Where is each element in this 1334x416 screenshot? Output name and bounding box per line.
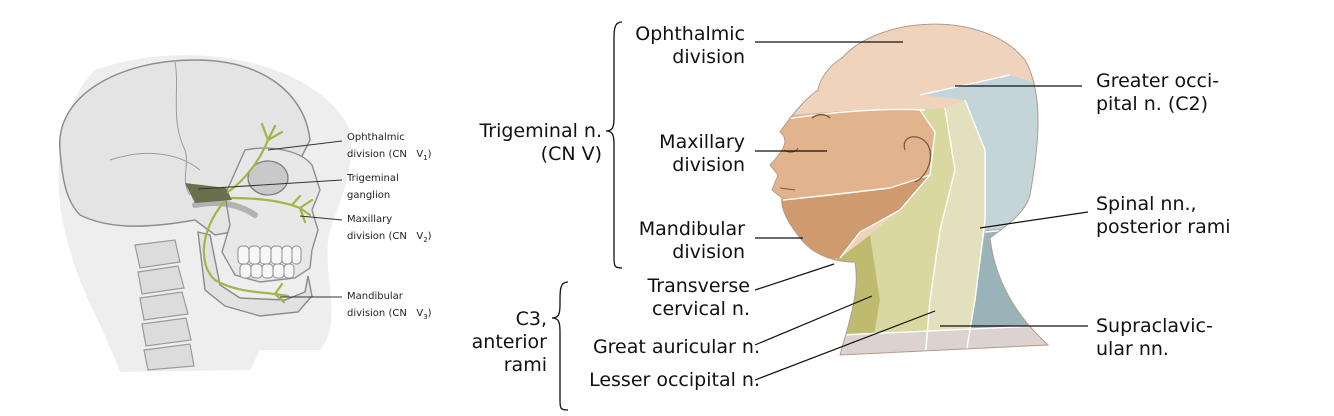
mandibular-division-line2: division <box>672 241 745 263</box>
ophthalmic-subscript: 1 <box>423 154 428 162</box>
ophthalmic-division-line2: division <box>672 46 745 68</box>
maxillary-roman: V <box>416 231 424 242</box>
label-maxillary-division: Maxillary division <box>610 131 745 177</box>
mandibular-cn-text: division (CN <box>347 308 407 319</box>
trigeminal-branches <box>202 122 314 304</box>
cervical-spine <box>134 239 195 371</box>
trigeminal-brace <box>605 21 623 269</box>
label-trigeminal-ganglion: Trigeminal ganglion <box>347 170 399 204</box>
label-lesser-occipital: Lesser occipital n. <box>589 369 760 391</box>
spinal-nn-line2: posterior rami <box>1096 216 1231 238</box>
ophthalmic-division-line1: Ophthalmic <box>635 23 745 45</box>
mandible <box>197 231 313 317</box>
label-great-auricular: Great auricular n. <box>592 336 760 358</box>
ophthalmic-close: ) <box>427 149 432 160</box>
zone-maxillary <box>770 109 935 200</box>
coronal-suture <box>174 61 191 196</box>
mouth-detail <box>779 187 796 191</box>
ophthalmic-label-line2: division (CN V1) <box>347 146 432 167</box>
c3-group-line1: C3, <box>515 308 547 330</box>
squamous-suture <box>109 152 201 171</box>
c3-brace <box>551 281 569 411</box>
maxillary-label-line1: Maxillary <box>347 214 393 225</box>
transverse-cervical-line2: cervical n. <box>652 298 750 320</box>
label-supraclavicular: Supraclavic- ular nn. <box>1096 315 1213 361</box>
ophthalmic-cn-text: division (CN <box>347 149 407 160</box>
head-leader-lines <box>754 41 1089 381</box>
maxillary-division-line2: division <box>672 154 745 176</box>
label-maxillary-cn-v2: Maxillary division (CN V2) <box>347 211 432 249</box>
maxillary-division-line1: Maxillary <box>659 131 745 153</box>
label-ophthalmic-division: Ophthalmic division <box>610 23 745 69</box>
maxillary-close: ) <box>427 231 432 242</box>
ganglion-label-line2: ganglion <box>347 190 391 201</box>
transverse-cervical-line1: Transverse <box>647 275 750 297</box>
mandibular-label-line2: division (CN V3) <box>347 305 432 326</box>
zone-great-auricular <box>870 108 955 355</box>
greater-occipital-line2: pital n. (C2) <box>1096 93 1209 115</box>
label-mandibular-cn-v3: Mandibular division (CN V3) <box>347 288 432 326</box>
trigeminal-group-line2: (CN V) <box>540 143 602 165</box>
maxillary-cn-text: division (CN <box>347 231 407 242</box>
label-greater-occipital: Greater occi- pital n. (C2) <box>1096 70 1219 116</box>
zone-greater-occipital <box>920 75 1048 240</box>
label-spinal-posterior-rami: Spinal nn., posterior rami <box>1096 193 1231 239</box>
label-c3-anterior-rami: C3, anterior rami <box>440 308 547 377</box>
skull-leader-lines <box>197 140 343 298</box>
ganglion-label-line1: Trigeminal <box>347 173 399 184</box>
ophthalmic-label-line1: Ophthalmic <box>347 132 405 143</box>
c3-group-line3: rami <box>503 354 547 376</box>
orbit <box>247 160 289 196</box>
c3-group-line2: anterior <box>471 331 547 353</box>
maxillary-subscript: 2 <box>423 236 428 244</box>
mandibular-roman: V <box>416 308 424 319</box>
zone-mandibular <box>770 175 930 262</box>
teeth <box>237 245 302 279</box>
eye-detail <box>811 113 831 119</box>
maxillary-label-line2: division (CN V2) <box>347 228 432 249</box>
mandibular-label-line1: Mandibular <box>347 291 403 302</box>
zone-lesser-occipital <box>925 100 985 355</box>
label-trigeminal-nerve-group: Trigeminal n. (CN V) <box>462 120 602 166</box>
supraclavicular-line1: Supraclavic- <box>1096 315 1213 337</box>
label-transverse-cervical: Transverse cervical n. <box>600 275 750 321</box>
ear-detail <box>903 136 931 183</box>
mandibular-division-line1: Mandibular <box>638 218 745 240</box>
zygomatic-arch <box>192 200 258 218</box>
supraclavicular-line2: ular nn. <box>1096 338 1169 360</box>
label-ophthalmic-cn-v1: Ophthalmic division (CN V1) <box>347 129 432 167</box>
mandibular-subscript: 3 <box>423 313 428 321</box>
head-outline <box>769 23 1050 356</box>
ophthalmic-roman: V <box>416 149 424 160</box>
trigeminal-group-line1: Trigeminal n. <box>479 120 602 142</box>
mandibular-close: ) <box>427 308 432 319</box>
label-mandibular-division: Mandibular division <box>600 218 745 264</box>
greater-occipital-line1: Greater occi- <box>1096 70 1220 92</box>
spinal-nn-line1: Spinal nn., <box>1096 193 1197 215</box>
